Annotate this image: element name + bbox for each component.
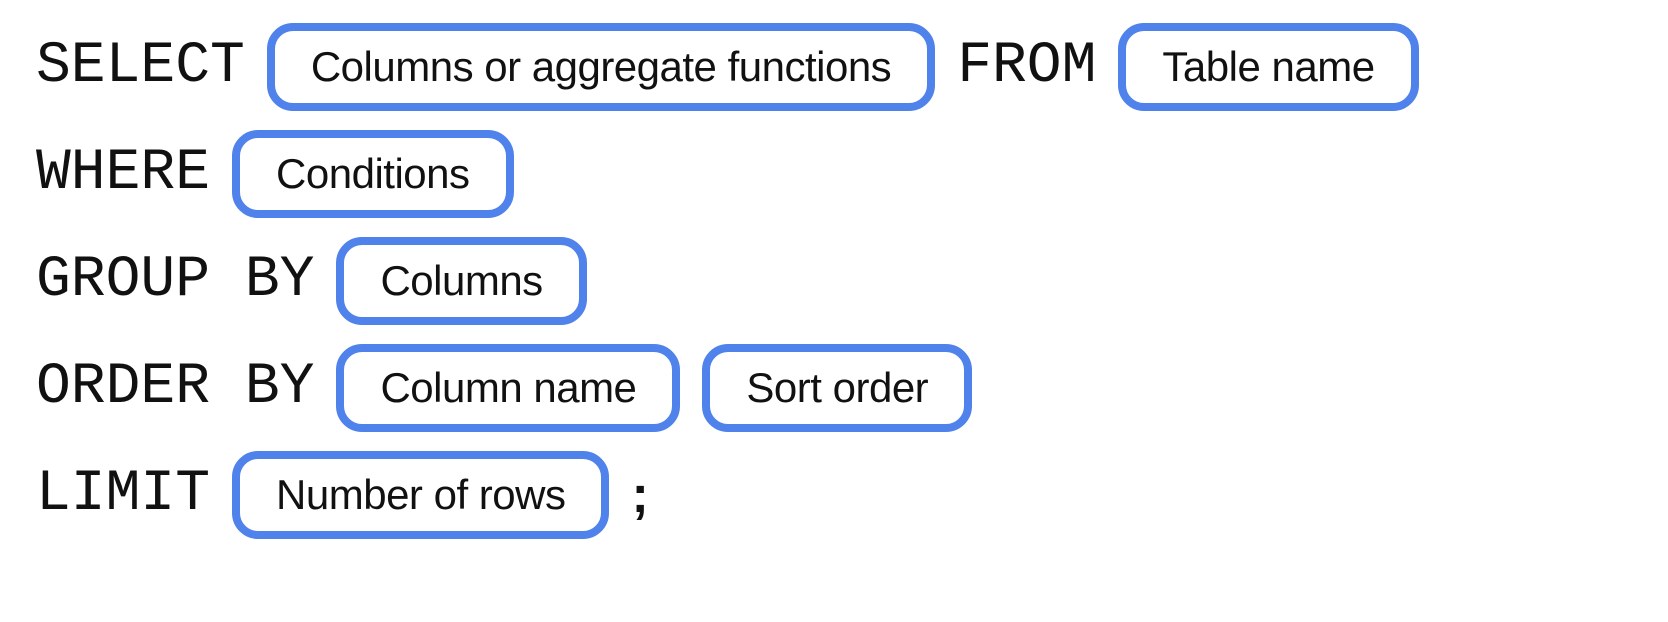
statement-row-5: LIMIT Number of rows; <box>36 451 1668 539</box>
keyword-select: SELECT <box>36 34 245 99</box>
sql-syntax-diagram: SELECT Columns or aggregate functions FROM… <box>36 23 1668 539</box>
keyword-limit: LIMIT <box>36 462 211 527</box>
pill-columns: Columns <box>336 237 587 325</box>
punct-: ; <box>631 466 649 524</box>
statement-row-3: GROUP BY Columns <box>36 237 1668 325</box>
pill-sort-order: Sort order <box>702 344 973 432</box>
pill-number-of-rows: Number of rows <box>232 451 610 539</box>
keyword-order-by: ORDER BY <box>36 355 315 420</box>
pill-table-name: Table name <box>1118 23 1419 111</box>
keyword-from: FROM <box>957 34 1097 99</box>
statement-row-2: WHERE Conditions <box>36 130 1668 218</box>
keyword-group-by: GROUP BY <box>36 248 315 313</box>
pill-conditions: Conditions <box>232 130 514 218</box>
pill-column-name: Column name <box>336 344 681 432</box>
pill-columns-or-aggregate-functions: Columns or aggregate functions <box>266 23 936 111</box>
keyword-where: WHERE <box>36 141 211 206</box>
statement-row-1: SELECT Columns or aggregate functions FROM… <box>36 23 1668 111</box>
